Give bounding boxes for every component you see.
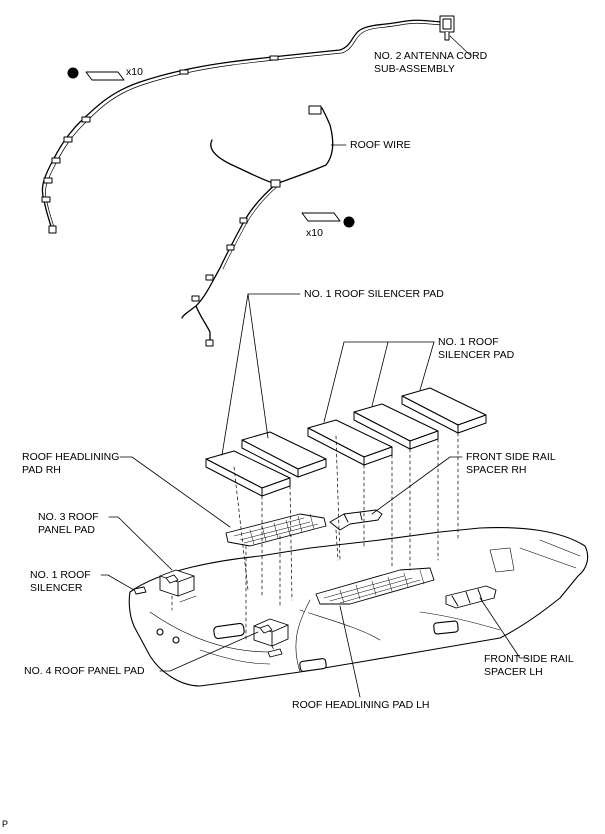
front-side-rail-spacer-lh xyxy=(445,585,497,609)
roof-wire xyxy=(181,105,347,347)
corner-mark: P xyxy=(2,819,9,829)
label-no3-panel-pad-line2: PANEL PAD xyxy=(38,524,95,536)
label-no3-panel-pad: NO. 3 ROOF PANEL PAD xyxy=(38,511,99,537)
label-silencer-pad-right-line1: NO. 1 ROOF xyxy=(438,336,499,348)
clip-symbol-wire xyxy=(301,212,355,228)
label-front-rail-rh: FRONT SIDE RAIL SPACER RH xyxy=(466,451,556,477)
projection-lines xyxy=(171,432,459,651)
label-no3-panel-pad-line1: NO. 3 ROOF xyxy=(38,511,99,523)
label-roof-silencer-line1: NO. 1 ROOF xyxy=(30,569,91,581)
no1-roof-silencer xyxy=(133,586,283,658)
silencer-pads xyxy=(205,387,487,497)
label-antenna-cord-line2: SUB-ASSEMBLY xyxy=(374,63,455,75)
headlining-pad-lh xyxy=(315,567,435,605)
label-headlining-lh: ROOF HEADLINING PAD LH xyxy=(292,699,430,711)
label-front-rail-rh-line1: FRONT SIDE RAIL xyxy=(466,451,556,463)
clip-symbol-antenna xyxy=(67,67,125,81)
headlining-pad-rh xyxy=(225,513,327,547)
front-side-rail-spacer-rh xyxy=(329,509,383,531)
label-front-rail-lh-line2: SPACER LH xyxy=(484,666,543,678)
no4-roof-panel-pad xyxy=(253,618,289,647)
label-headlining-rh-line2: PAD RH xyxy=(22,464,61,476)
antenna-cord xyxy=(41,15,471,234)
clip-count-antenna: x10 xyxy=(126,66,143,78)
label-roof-silencer-line2: SILENCER xyxy=(30,582,83,594)
label-front-rail-lh: FRONT SIDE RAIL SPACER LH xyxy=(484,653,574,679)
label-headlining-rh-line1: ROOF HEADLINING xyxy=(22,451,120,463)
label-front-rail-lh-line1: FRONT SIDE RAIL xyxy=(484,653,574,665)
label-silencer-pad-top: NO. 1 ROOF SILENCER PAD xyxy=(304,288,444,300)
label-silencer-pad-right: NO. 1 ROOF SILENCER PAD xyxy=(438,336,514,362)
label-no4-panel-pad: NO. 4 ROOF PANEL PAD xyxy=(24,665,145,677)
clip-count-wire: x10 xyxy=(306,227,323,239)
label-roof-silencer: NO. 1 ROOF SILENCER xyxy=(30,569,91,595)
label-headlining-rh: ROOF HEADLINING PAD RH xyxy=(22,451,119,477)
label-antenna-cord: NO. 2 ANTENNA CORD SUB-ASSEMBLY xyxy=(374,50,487,76)
roof-headlining xyxy=(128,526,589,687)
label-antenna-cord-line1: NO. 2 ANTENNA CORD xyxy=(374,50,488,62)
label-roof-wire: ROOF WIRE xyxy=(350,139,411,151)
label-front-rail-rh-line2: SPACER RH xyxy=(466,464,527,476)
label-silencer-pad-right-line2: SILENCER PAD xyxy=(438,349,515,361)
label-leaders xyxy=(100,456,529,698)
no3-roof-panel-pad xyxy=(159,569,195,597)
silencer-pad-leaders xyxy=(221,293,435,456)
